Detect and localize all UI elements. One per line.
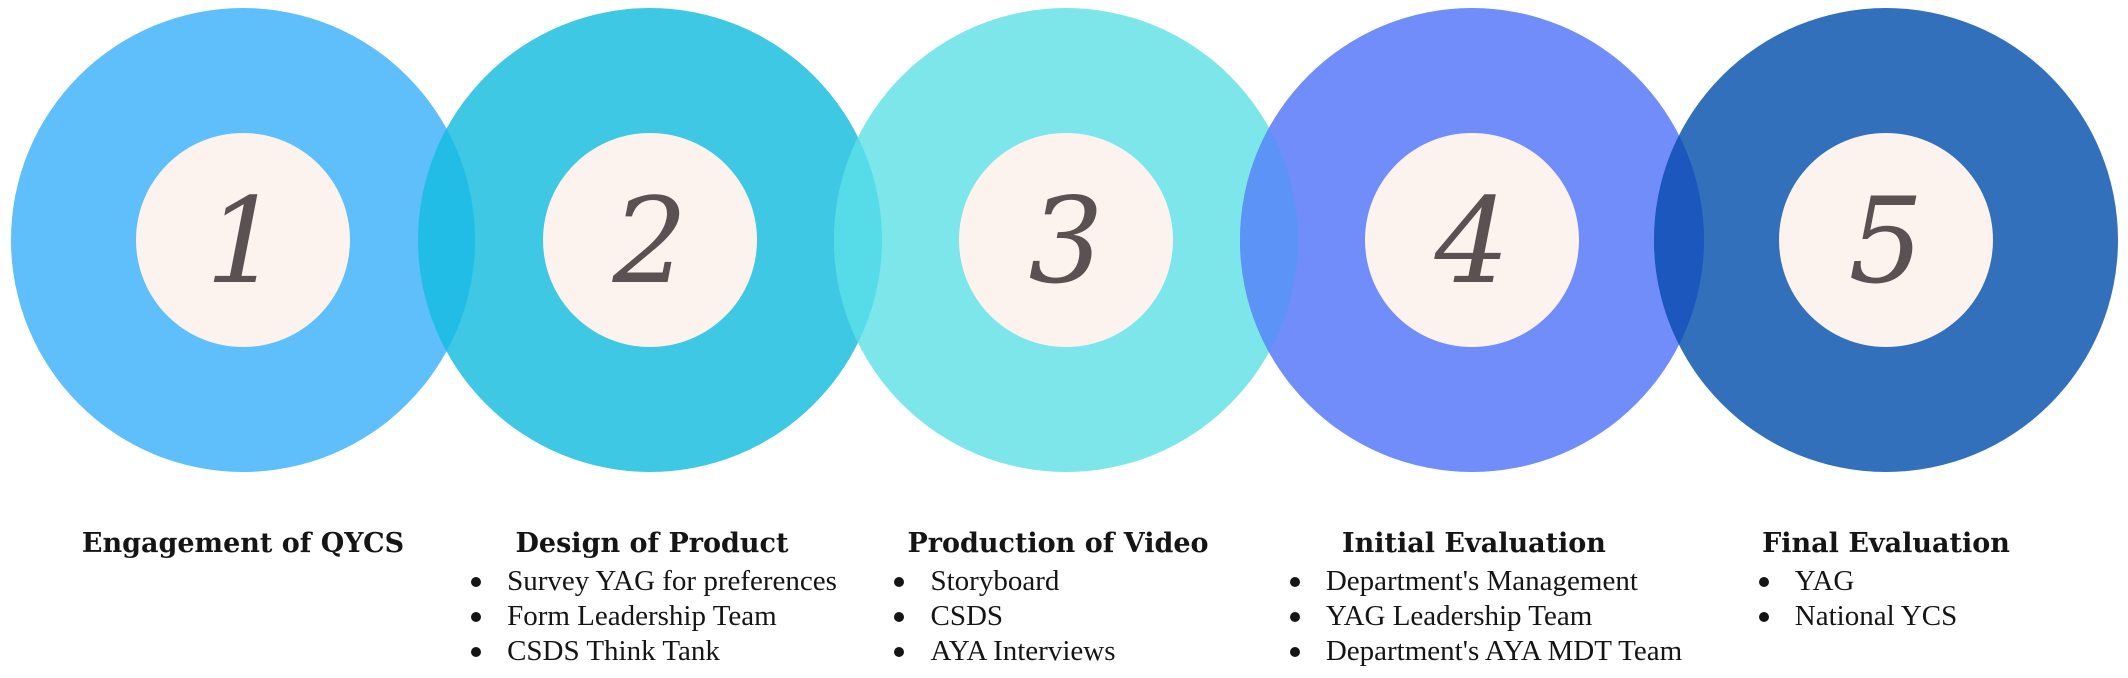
stage-circles: 1 2 3 4 5 (11, 8, 2118, 472)
stage-items-5: YAG National YCS (1755, 564, 1957, 634)
stage-label-5: Final Evaluation YAG National YCS (1666, 524, 2106, 634)
stage-items-4: Department's Management YAG Leadership T… (1286, 564, 1682, 669)
stage-items-3: Storyboard CSDS AYA Interviews (890, 564, 1116, 669)
stage-label-4: Initial Evaluation Department's Manageme… (1254, 524, 1694, 669)
list-item: Storyboard (890, 564, 1115, 599)
stage-number-5: 5 (1848, 172, 1923, 310)
inner-circle-3 (959, 133, 1173, 347)
list-item: Survey YAG for preferences (467, 564, 837, 599)
stage-number-4: 4 (1433, 172, 1509, 310)
list-item: Department's Management (1286, 564, 1682, 599)
list-item: Form Leadership Team (467, 599, 837, 634)
list-item: National YCS (1755, 599, 1957, 634)
list-item: CSDS Think Tank (467, 634, 837, 669)
list-item: AYA Interviews (890, 634, 1116, 669)
inner-circle-5 (1779, 133, 1993, 347)
stage-title-4: Initial Evaluation (1342, 528, 1606, 559)
inner-circle-4 (1365, 133, 1579, 347)
stage-number-1: 1 (205, 172, 280, 310)
stage-title-2: Design of Product (515, 528, 789, 559)
stage-title-5: Final Evaluation (1762, 528, 2010, 559)
list-item: YAG (1755, 564, 1957, 599)
inner-circle-2 (543, 133, 757, 347)
stage-number-2: 2 (611, 172, 687, 310)
list-item: CSDS (890, 599, 1115, 634)
stage-number-3: 3 (1028, 172, 1103, 310)
stage-label-3: Production of Video Storyboard CSDS AYA … (838, 524, 1278, 669)
inner-circle-1 (136, 133, 350, 347)
list-item: Department's AYA MDT Team (1286, 634, 1682, 669)
stage-title-1: Engagement of QYCS (81, 528, 405, 559)
stage-title-3: Production of Video (907, 528, 1209, 559)
stage-items-2: Survey YAG for preferences Form Leadersh… (467, 564, 837, 669)
stage-label-2: Design of Product Survey YAG for prefere… (432, 524, 872, 669)
list-item: YAG Leadership Team (1286, 599, 1682, 634)
stage-label-1: Engagement of QYCS (23, 524, 463, 564)
